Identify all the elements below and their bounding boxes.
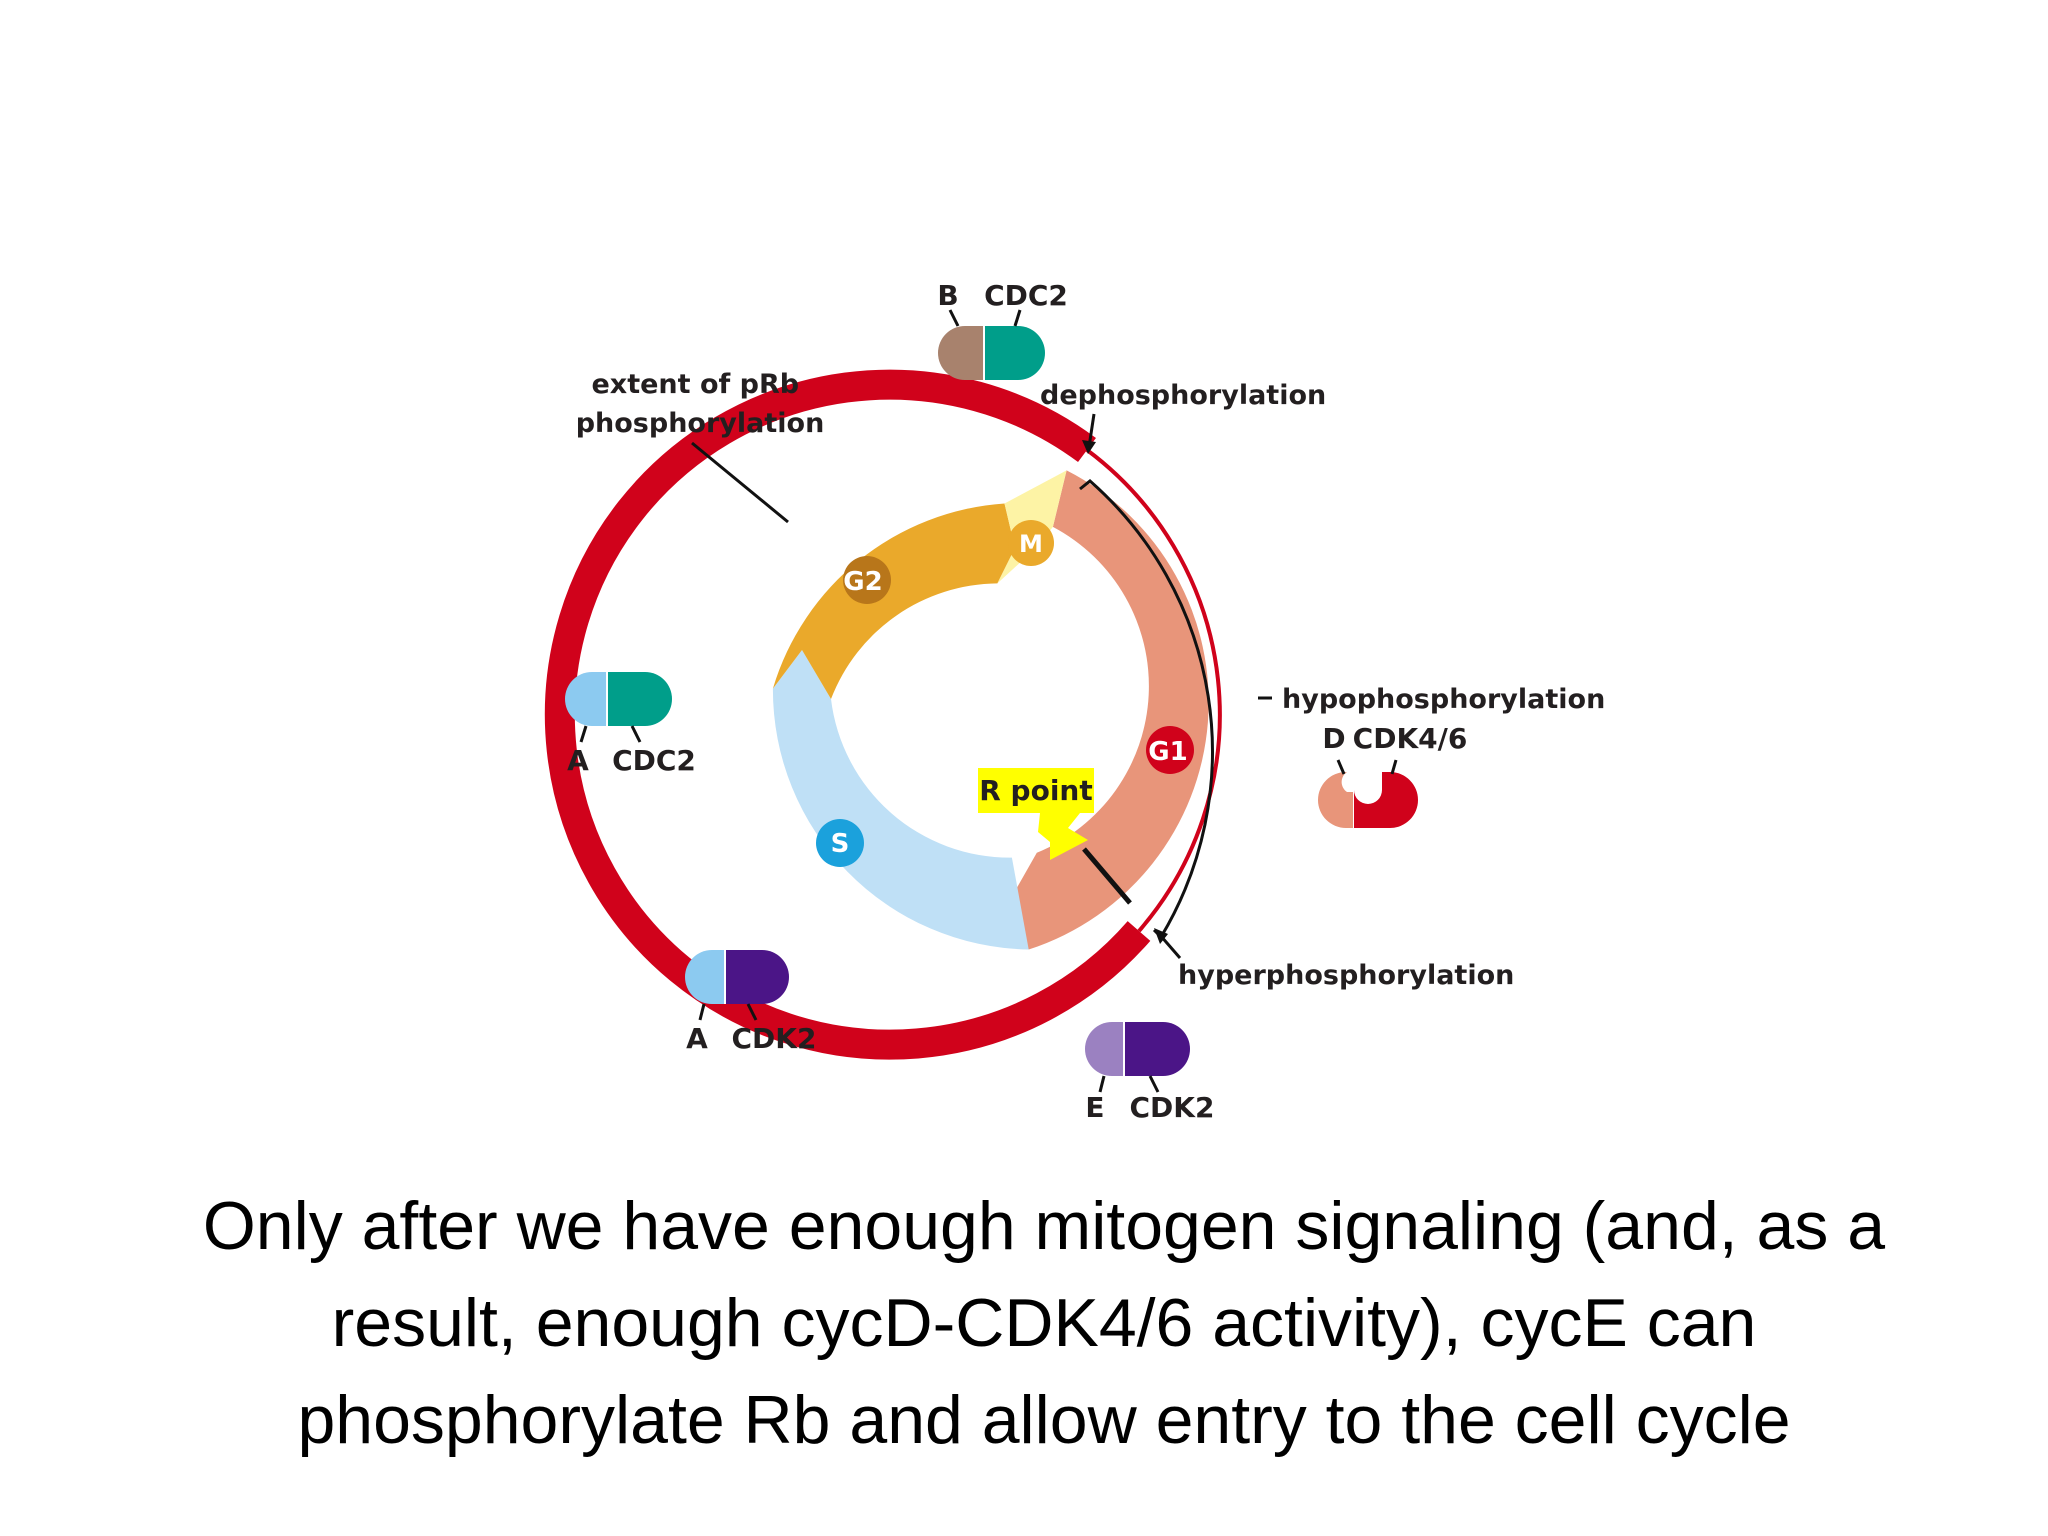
cdk2-kinase-icon (725, 950, 789, 1004)
cyclin-b-label: B (937, 279, 958, 312)
cyclin-d-label: D (1322, 722, 1345, 755)
cyclin-a-icon (685, 950, 725, 1004)
s-phase-badge (816, 819, 864, 867)
hypophosphorylation-bracket (1079, 479, 1214, 940)
prb-extent-label: extent of pRb phosphorylation (576, 369, 825, 439)
s-phase-label: S (831, 829, 850, 859)
g2-phase-segment (772, 503, 1015, 699)
caption-line-2: result, enough cycD-CDK4/6 activity), cy… (331, 1285, 1757, 1361)
cdk2-label-a: CDK2 (732, 1022, 817, 1055)
cdk2-kinase-icon (1124, 1022, 1190, 1076)
cyclin-e-label: E (1085, 1091, 1104, 1124)
g1-phase-badge (1146, 726, 1194, 774)
dephosphorylation-label: dephosphorylation (1040, 380, 1326, 411)
g1-phase-segment (1010, 470, 1209, 950)
r-point-label: R point (979, 774, 1093, 807)
cyclin-a-icon (565, 672, 607, 726)
cyclin-a-label-left: A (567, 744, 589, 777)
cdc2-label-left: CDC2 (612, 744, 696, 777)
g1-phase-label: G1 (1148, 737, 1187, 767)
hyperphosphorylation-label: hyperphosphorylation (1178, 960, 1514, 991)
cdk46-kinase-icon (1354, 772, 1418, 828)
cyclin-a-label-bottom: A (686, 1022, 708, 1055)
cyclin-b-icon (938, 326, 984, 380)
complex-a-cdk2: A CDK2 (685, 950, 816, 1055)
caption-line-3: phosphorylate Rb and allow entry to the … (297, 1382, 1791, 1458)
g2-phase-badge (843, 556, 891, 604)
caption-line-1: Only after we have enough mitogen signal… (202, 1188, 1886, 1264)
slide-caption: Only after we have enough mitogen signal… (100, 1178, 1988, 1469)
complex-d-cdk46: D CDK4/6 (1318, 722, 1467, 828)
cdk2-label-e: CDK2 (1130, 1091, 1215, 1124)
complex-b-cdc2: B CDC2 (937, 279, 1068, 380)
m-phase-label: M (1019, 530, 1043, 558)
cdc2-kinase-icon (607, 672, 672, 726)
r-point-arrow-icon (1038, 813, 1088, 860)
prb-pointer-line (691, 441, 789, 524)
hypophosphorylation-label: hypophosphorylation (1282, 684, 1605, 715)
s-phase-segment (772, 650, 1029, 950)
r-point-line (1082, 847, 1132, 905)
hypophosphorylation-arc (1085, 448, 1222, 933)
hyperphosphorylation-arrowhead-icon (1154, 928, 1168, 944)
cdk46-label: CDK4/6 (1353, 722, 1468, 755)
dephosphorylation-arrowhead-icon (1082, 440, 1096, 454)
cyclin-e-icon (1085, 1022, 1124, 1076)
g2-phase-label: G2 (843, 567, 882, 597)
cdc2-label-top: CDC2 (984, 279, 1068, 312)
prb-phosphorylation-band (544, 369, 1151, 1060)
m-phase-badge (1008, 520, 1054, 566)
complex-e-cdk2: E CDK2 (1085, 1022, 1214, 1124)
cyclin-d-icon (1318, 772, 1353, 828)
r-point-box (978, 768, 1094, 813)
cdc2-kinase-icon (984, 326, 1045, 380)
complex-a-cdc2: A CDC2 (565, 672, 696, 777)
